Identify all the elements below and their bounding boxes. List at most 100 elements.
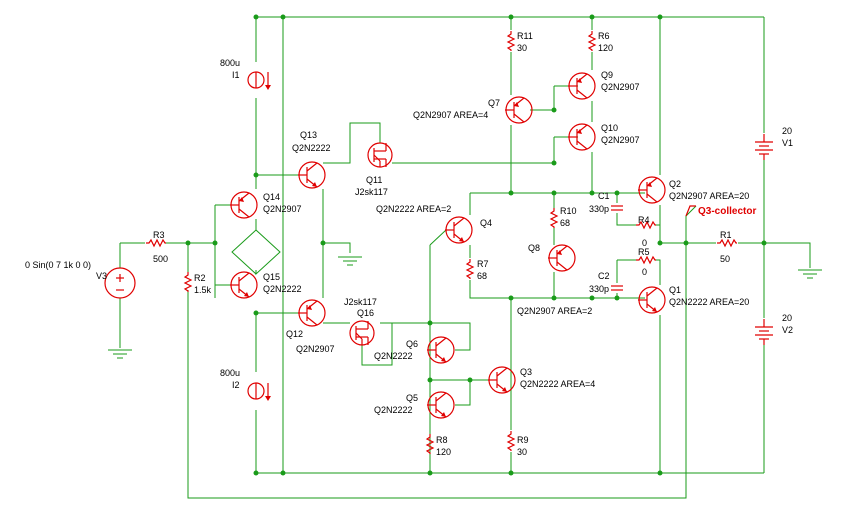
r5-symbol: [635, 256, 657, 264]
q3-value: Q2N2222 AREA=4: [520, 379, 595, 389]
v2-ref: V2: [782, 325, 793, 335]
q8-symbol: [547, 244, 576, 272]
r3-symbol: [145, 239, 167, 247]
r7-value: 68: [477, 271, 487, 281]
r1-symbol: [716, 239, 738, 247]
q16-ref: Q16: [357, 308, 374, 318]
q14-symbol: [229, 191, 258, 219]
i1-symbol: [247, 71, 272, 91]
q14-value: Q2N2907: [263, 204, 302, 214]
q12-value: Q2N2907: [296, 344, 335, 354]
c2-value: 330p: [589, 284, 609, 294]
q10-ref: Q10: [601, 123, 618, 133]
c1-value: 330p: [589, 204, 609, 214]
q2-value: Q2N2907 AREA=20: [669, 191, 749, 201]
q13-value: Q2N2222: [292, 143, 331, 153]
r2-value: 1.5k: [194, 285, 212, 295]
c1-symbol: [610, 205, 624, 211]
r1-ref: R1: [720, 230, 732, 240]
i1-ref: I1: [232, 70, 240, 80]
q3-ref: Q3: [520, 367, 532, 377]
i2-symbol: [247, 382, 272, 402]
r3-ref: R3: [153, 230, 165, 240]
q13-symbol: [297, 161, 326, 189]
i2-ref: I2: [232, 380, 240, 390]
q1-ref: Q1: [669, 285, 681, 295]
r5-ref: R5: [638, 247, 650, 257]
r4-ref: R4: [638, 215, 650, 225]
ground-out-symbol: [797, 269, 823, 279]
wires: [119, 16, 811, 499]
net-label-q3-collector: Q3-collector: [698, 206, 756, 217]
q5-value: Q2N2222: [374, 405, 413, 415]
q10-symbol: [567, 123, 596, 151]
q11-value: J2sk117: [355, 187, 388, 197]
q15-value: Q2N2222: [263, 284, 302, 294]
q9-symbol: [567, 72, 596, 100]
q8-ref: Q8: [528, 243, 540, 253]
q1-symbol: [637, 286, 666, 314]
r8-value: 120: [436, 447, 451, 457]
c2-symbol: [610, 285, 624, 291]
q4-ref: Q4: [480, 218, 492, 228]
r9-symbol: [507, 430, 515, 452]
q11-ref: Q11: [366, 175, 382, 185]
r5-value: 0: [642, 267, 647, 277]
ground-v3-symbol: [107, 349, 133, 359]
r11-symbol: [507, 30, 515, 52]
q3-collector-flag: [685, 205, 696, 217]
r1-value: 50: [720, 254, 730, 264]
r6-ref: R6: [598, 31, 610, 41]
q5-symbol: [426, 391, 455, 419]
q9-ref: Q9: [601, 70, 613, 80]
r10-ref: R10: [560, 206, 577, 216]
r11-ref: R11: [517, 31, 533, 41]
q6-ref: Q6: [406, 339, 418, 349]
q16-value: J2sk117: [344, 297, 377, 307]
q16-symbol: [349, 320, 375, 346]
r9-ref: R9: [517, 435, 529, 445]
q12-ref: Q12: [286, 329, 303, 339]
q4-value: Q2N2222 AREA=2: [376, 204, 451, 214]
q6-value: Q2N2222: [374, 351, 413, 361]
v1-value: 20: [782, 126, 792, 136]
v1-symbol: [754, 133, 774, 161]
v2-symbol: [754, 318, 774, 346]
q9-value: Q2N2907: [601, 82, 640, 92]
r6-value: 120: [598, 43, 613, 53]
q12-symbol: [297, 299, 326, 327]
c1-ref: C1: [598, 191, 610, 201]
v3-value: 0 Sin(0 7 1k 0 0): [25, 260, 91, 270]
c2-ref: C2: [598, 271, 610, 281]
i1-value: 800u: [220, 58, 240, 68]
v3-source-symbol: [104, 267, 136, 299]
r2-symbol: [184, 271, 192, 293]
r10-symbol: [550, 207, 558, 229]
i2-value: 800u: [220, 368, 240, 378]
q15-symbol: [229, 271, 258, 299]
r8-ref: R8: [436, 435, 448, 445]
q7-value: Q2N2907 AREA=4: [413, 110, 488, 120]
r9-value: 30: [517, 447, 527, 457]
r10-value: 68: [560, 218, 570, 228]
q2-ref: Q2: [669, 179, 681, 189]
r3-value: 500: [153, 254, 168, 264]
r2-ref: R2: [194, 273, 206, 283]
q2-symbol: [637, 176, 666, 204]
q14-ref: Q14: [263, 192, 280, 202]
q6-symbol: [426, 336, 455, 364]
q8-value: Q2N2907 AREA=2: [517, 306, 592, 316]
ground-mid-symbol: [337, 256, 363, 266]
r7-symbol: [466, 258, 474, 280]
v1-ref: V1: [782, 138, 793, 148]
r7-ref: R7: [477, 259, 489, 269]
junctions: [185, 14, 767, 476]
r11-value: 30: [517, 43, 527, 53]
q5-ref: Q5: [406, 393, 418, 403]
labels: 0 Sin(0 7 1k 0 0) V3 R3 500 R2 1.5k 800u…: [25, 31, 793, 457]
r6-symbol: [588, 30, 596, 52]
r4-value: 0: [642, 238, 647, 248]
q11-symbol: [367, 142, 393, 168]
